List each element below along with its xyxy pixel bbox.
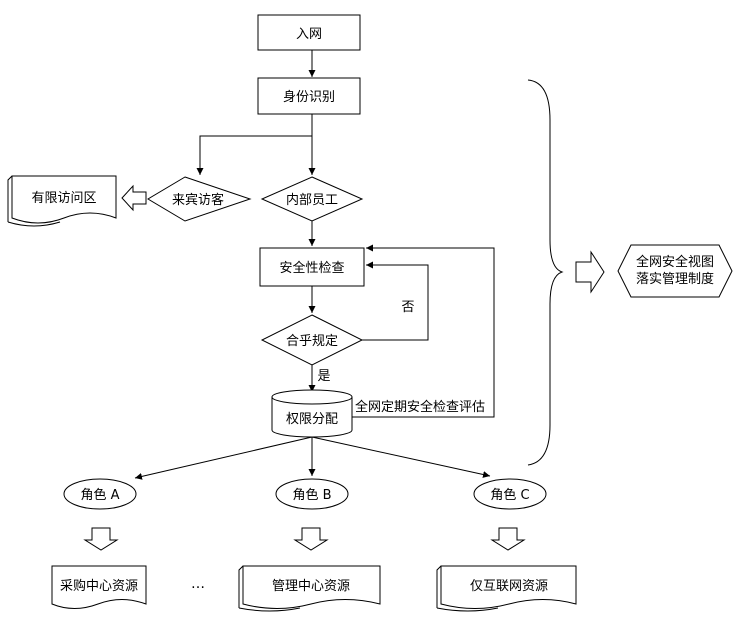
limited-zone-node: 有限访问区 [7, 175, 117, 227]
role-a-label: 角色 A [80, 487, 119, 503]
arrow-periodic-loop [352, 244, 495, 418]
visitor-node: 来宾访客 [147, 176, 252, 222]
visitor-label: 来宾访客 [172, 192, 224, 208]
compliant-label: 合乎规定 [286, 334, 338, 349]
identity-check-node: 身份识别 [257, 77, 361, 115]
employee-node: 内部员工 [260, 176, 364, 222]
role-c-label: 角色 C [490, 487, 529, 503]
role-a-node: 角色 A [63, 478, 137, 510]
ellipsis-label: … [191, 576, 205, 592]
right-brace [527, 79, 564, 466]
management-resource-node: 管理中心资源 [238, 565, 381, 612]
role-b-label: 角色 B [292, 487, 331, 503]
enter-network-label: 入网 [296, 27, 322, 42]
arrow-visitor-to-limited-zone [121, 184, 147, 212]
compliant-node: 合乎规定 [260, 314, 364, 366]
enter-network-node: 入网 [257, 14, 361, 51]
permission-label: 权限分配 [286, 411, 338, 427]
permission-node: 权限分配 [271, 389, 353, 438]
arrow-identity-to-visitor [196, 114, 313, 175]
internet-resource-label: 仅互联网资源 [470, 579, 548, 594]
procurement-resource-label: 采购中心资源 [60, 578, 138, 594]
periodic-eval-label: 全网定期安全检查评估 [355, 399, 485, 415]
arrow-role-c-to-resource [490, 527, 526, 551]
arrow-no-loop [362, 261, 429, 341]
security-check-label: 安全性检查 [279, 260, 344, 276]
result-line1: 全网安全视图 [636, 254, 714, 270]
yes-label: 是 [317, 369, 330, 384]
arrow-role-b-to-resource [293, 527, 329, 551]
management-resource-label: 管理中心资源 [272, 579, 350, 594]
internet-resource-node: 仅互联网资源 [436, 565, 577, 612]
procurement-resource-node: 采购中心资源 [51, 565, 147, 609]
role-b-node: 角色 B [275, 478, 349, 510]
security-check-node: 安全性检查 [259, 247, 365, 287]
limited-zone-label: 有限访问区 [31, 191, 96, 206]
arrow-to-role-a [134, 436, 313, 480]
role-c-node: 角色 C [473, 478, 547, 510]
result-node: 全网安全视图 落实管理制度 [617, 244, 733, 298]
arrow-role-a-to-resource [83, 527, 119, 551]
arrow-to-role-c [311, 436, 491, 478]
no-label: 否 [401, 300, 414, 315]
result-line2: 落实管理制度 [636, 271, 714, 287]
identity-check-label: 身份识别 [283, 89, 335, 105]
employee-label: 内部员工 [286, 192, 338, 208]
arrow-to-result [575, 250, 605, 294]
